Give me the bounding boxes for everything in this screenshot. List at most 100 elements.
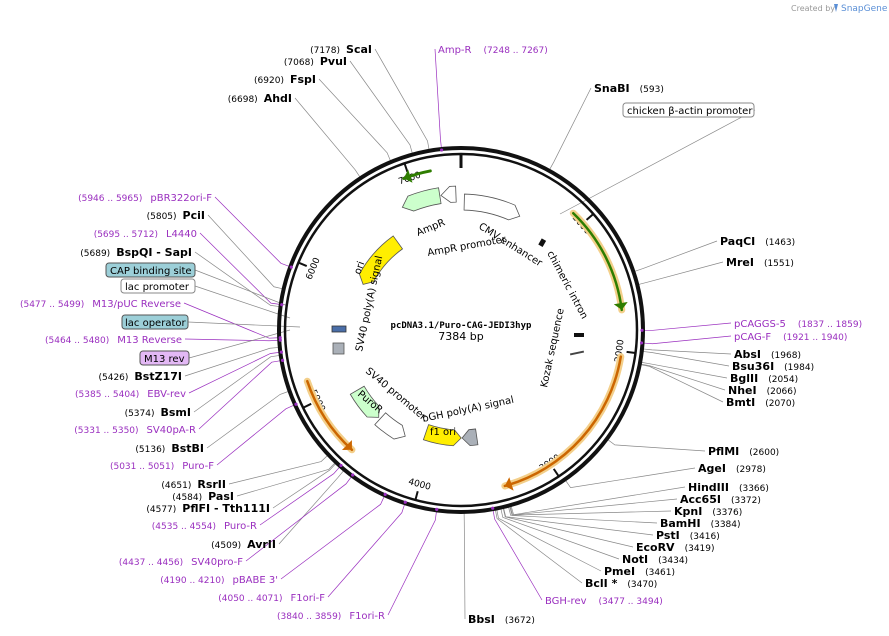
lac-operator-block	[331, 325, 347, 333]
leader-line	[495, 509, 583, 584]
enzyme-position: (5689)	[80, 249, 110, 259]
primer-position: (4050 .. 4071)	[218, 594, 282, 604]
primer-position: (5385 .. 5404)	[75, 390, 139, 400]
enzyme-site-nhei: NheI(2066)	[728, 384, 797, 397]
feature-leader-line	[194, 285, 291, 319]
leader-line	[198, 360, 281, 430]
enzyme-name: ScaI	[346, 43, 372, 56]
enzyme-site-bmti: BmtI(2070)	[726, 396, 795, 409]
enzyme-position: (4584)	[172, 493, 202, 503]
primer-mark	[289, 265, 293, 269]
primer-name: Puro-R	[224, 521, 257, 532]
enzyme-position: (3366)	[739, 484, 769, 494]
enzyme-name: Bsu36I	[732, 360, 774, 373]
lac-operator-box	[121, 314, 189, 330]
enzyme-site-paqci: PaqCI(1463)	[720, 235, 795, 248]
enzyme-name: Acc65I	[680, 493, 721, 506]
enzyme-name: PflMI	[708, 445, 739, 458]
enzyme-position: (3372)	[731, 496, 761, 506]
enzyme-name: BbsI	[468, 613, 495, 626]
enzyme-name: PvuI	[320, 55, 347, 68]
enzyme-name: SnaBI	[594, 82, 630, 95]
enzyme-site-avrii: AvrII(4509)	[211, 538, 276, 551]
leader-line	[502, 508, 634, 548]
primer-position: (7248 .. 7267)	[484, 46, 548, 56]
feature-leader-line	[559, 109, 756, 215]
primer-position: (4535 .. 4554)	[152, 522, 216, 532]
leader-line	[188, 352, 280, 394]
chimeric-intron-arrow-head	[613, 301, 628, 310]
primer-bgh-rev: BGH-rev(3477 .. 3494)	[545, 596, 663, 607]
jedi-glow	[501, 353, 625, 490]
primer-mark	[435, 507, 439, 511]
primer-position: (5695 .. 5712)	[94, 230, 158, 240]
primer-position: (5331 .. 5350)	[74, 426, 138, 436]
leader-line	[318, 78, 391, 162]
enzyme-position: (3672)	[505, 616, 535, 626]
primer-name: L4440	[166, 229, 197, 240]
leader-line	[549, 87, 592, 170]
ampr-feature	[401, 187, 442, 212]
enzyme-site-ahdi: AhdI(6698)	[228, 92, 292, 105]
enzyme-site-bcli: BclI *(3470)	[585, 577, 657, 590]
kozak-mark	[574, 333, 584, 337]
leader-line	[207, 214, 283, 290]
enzyme-name: NotI	[622, 553, 648, 566]
primer-mark	[640, 328, 644, 332]
enzyme-position: (3384)	[711, 520, 741, 530]
enzyme-name: PaqCI	[720, 235, 755, 248]
puror-feature	[349, 385, 380, 418]
enzyme-position: (593)	[640, 85, 664, 95]
enzyme-name: AgeI	[698, 462, 726, 475]
enzyme-site-psti: PstI(3416)	[656, 529, 720, 542]
leader-line	[387, 511, 437, 616]
enzyme-site-bamhi: BamHI(3384)	[660, 517, 741, 530]
created-by-text: Created by	[791, 4, 835, 13]
m13-rev-label: M13 rev	[144, 354, 185, 365]
leader-line	[565, 467, 696, 489]
enzyme-site-pflfi-tth111i: PflFI - Tth111I(4577)	[146, 502, 270, 515]
jedi-orf-arrow-head	[504, 477, 514, 491]
primer-name: F1ori-F	[291, 593, 326, 604]
enzyme-position: (5136)	[135, 445, 165, 455]
leader-line	[349, 60, 413, 154]
primer-mark	[280, 303, 284, 307]
sv40-polya-block	[332, 342, 345, 355]
leader-line	[640, 363, 726, 391]
primer-pbr322ori-f: pBR322ori-F(5946 .. 5965)	[78, 193, 212, 204]
snapgene-brand-text: SnapGene	[841, 4, 888, 14]
primer-puro-r: Puro-R (4535 .. 4554)	[152, 521, 257, 532]
enzyme-name: AvrII	[247, 538, 276, 551]
primer-name: F1ori-R	[349, 611, 385, 622]
primer-name: pBABE 3'	[232, 575, 278, 586]
enzyme-position: (7068)	[284, 58, 314, 68]
f1-ori-label: f1 ori	[430, 427, 456, 438]
enzyme-position: (1984)	[784, 363, 814, 373]
enzyme-position: (3470)	[627, 580, 657, 590]
leader-line	[280, 496, 385, 580]
label-leader-lines	[183, 48, 756, 620]
enzyme-position: (2070)	[765, 399, 795, 409]
primer-mark	[294, 402, 298, 406]
chimeric-intron-arrow	[572, 211, 624, 312]
primer-position: (4190 .. 4210)	[160, 576, 224, 586]
primer-pcag-f: pCAG-F(1921 .. 1940)	[734, 332, 847, 343]
leader-line	[496, 509, 602, 572]
enzyme-site-acc65i: Acc65I (3372)	[680, 493, 761, 506]
cap-binding-site-label: CAP binding site	[110, 266, 192, 277]
enzyme-position: (3419)	[685, 544, 715, 554]
enzyme-site-bstz17i: BstZ17I(5426)	[98, 370, 182, 383]
tick-label-4000: 4000	[407, 477, 432, 493]
leader-line	[228, 455, 328, 485]
primer-name: pCAG-F	[734, 332, 771, 343]
enzyme-site-bsmi: BsmI(5374)	[125, 406, 191, 419]
leader-line	[216, 404, 295, 466]
primer-name: Puro-F	[182, 461, 214, 472]
primer-f1ori-f: F1ori-F (4050 .. 4071)	[218, 593, 325, 604]
primer-mark	[491, 506, 495, 510]
enzyme-position: (7178)	[310, 46, 340, 56]
tick-mark-3000	[552, 468, 560, 477]
lac-promoter-box	[120, 278, 196, 294]
enzyme-position: (4651)	[161, 481, 191, 491]
primer-name: EBV-rev	[147, 389, 186, 400]
